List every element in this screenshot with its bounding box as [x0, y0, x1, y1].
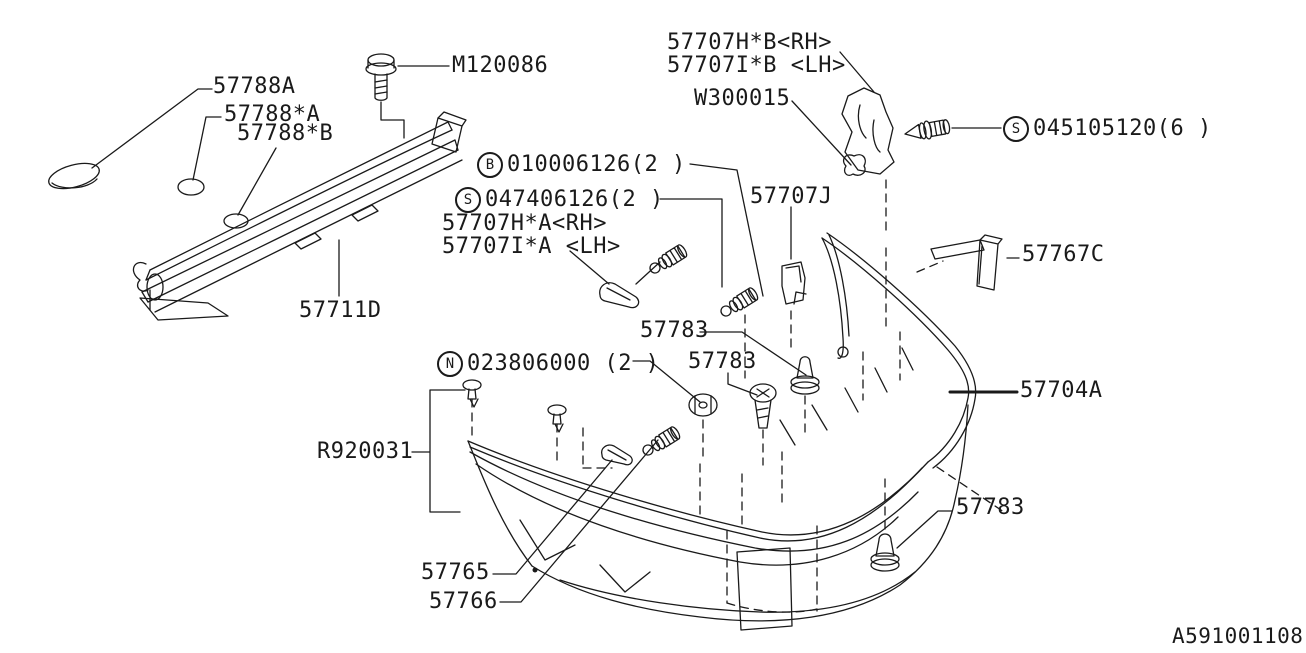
- bolt-M120086-art: [365, 53, 397, 101]
- part-label-57783-middle: 57783: [688, 349, 757, 374]
- part-label-57788A: 57788A: [213, 74, 296, 99]
- bolt-connector-lines: [380, 101, 405, 139]
- nut-023806000-art: [688, 393, 718, 417]
- part-label-57783-lower: 57783: [956, 495, 1025, 520]
- part-label-M120086: M120086: [452, 53, 549, 78]
- part-number-text: 010006126(2 ): [507, 152, 686, 177]
- part-label-57707HB: 57707H*B<RH>: [667, 30, 832, 55]
- part-label-047406126: S 047406126(2 ): [455, 187, 664, 213]
- circled-s-icon: S: [1003, 116, 1029, 142]
- drawing-number: A591001108: [1172, 624, 1304, 648]
- screw-57783-art: [749, 383, 777, 429]
- retainer-pin-R920031-art: [462, 379, 567, 433]
- screw-045105120-art: [904, 119, 951, 140]
- part-label-57788-B: 57788*B: [237, 121, 334, 146]
- part-number-text: 045105120(6 ): [1033, 116, 1212, 141]
- ball-stud-screw-art: [642, 426, 681, 456]
- leader-lines: [91, 51, 1020, 603]
- part-label-57707IA: 57707I*A <LH>: [442, 234, 621, 259]
- push-pin-57783-bottom-art: [870, 533, 900, 572]
- clip-57707J-art: [781, 261, 807, 305]
- molding-57765-art-2: [469, 446, 923, 542]
- part-label-R920031: R920031: [317, 439, 414, 464]
- circled-n-icon: N: [437, 351, 463, 377]
- projection-dashed-lines: [471, 179, 1005, 613]
- part-label-W300015: W300015: [694, 86, 791, 111]
- part-label-57707J: 57707J: [750, 184, 833, 209]
- part-label-57707HA: 57707H*A<RH>: [442, 211, 607, 236]
- beam-57711D-art: [132, 111, 467, 321]
- part-number-text: 023806000 (2 ): [467, 351, 660, 376]
- part-label-57783-upper: 57783: [640, 318, 709, 343]
- hook-clip-art: [601, 444, 633, 466]
- part-label-045105120: S 045105120(6 ): [1003, 116, 1212, 142]
- molding-57765-art: [467, 440, 929, 536]
- part-number-text: 047406126(2 ): [485, 187, 664, 212]
- corner-piece-57767C-art: [930, 234, 1003, 291]
- fasteners-art: [462, 356, 900, 572]
- hook-bracket-57707HA-art: [599, 261, 661, 309]
- clip-W300015-art: [842, 154, 866, 176]
- circled-s-icon: S: [455, 187, 481, 213]
- screw-047406126-art: [649, 244, 688, 274]
- part-label-57711D: 57711D: [299, 298, 382, 323]
- part-label-010006126: B 010006126(2 ): [477, 152, 686, 178]
- clip-57788-art: [48, 162, 249, 229]
- push-pin-57783-art: [790, 356, 820, 395]
- part-label-023806000: N 023806000 (2 ): [437, 351, 659, 377]
- part-label-57765: 57765: [421, 560, 490, 585]
- bracket-57707HB-art: [841, 87, 895, 176]
- part-label-57767C: 57767C: [1022, 242, 1105, 267]
- part-label-57707IB: 57707I*B <LH>: [667, 53, 846, 78]
- bumper-cover-57704A-art: [467, 232, 977, 631]
- circled-b-icon: B: [477, 152, 503, 178]
- part-label-57788-A: 57788*A: [224, 102, 321, 127]
- screw-010006126-art: [720, 287, 759, 317]
- part-label-57766: 57766: [429, 589, 498, 614]
- part-label-57704A: 57704A: [1020, 378, 1103, 403]
